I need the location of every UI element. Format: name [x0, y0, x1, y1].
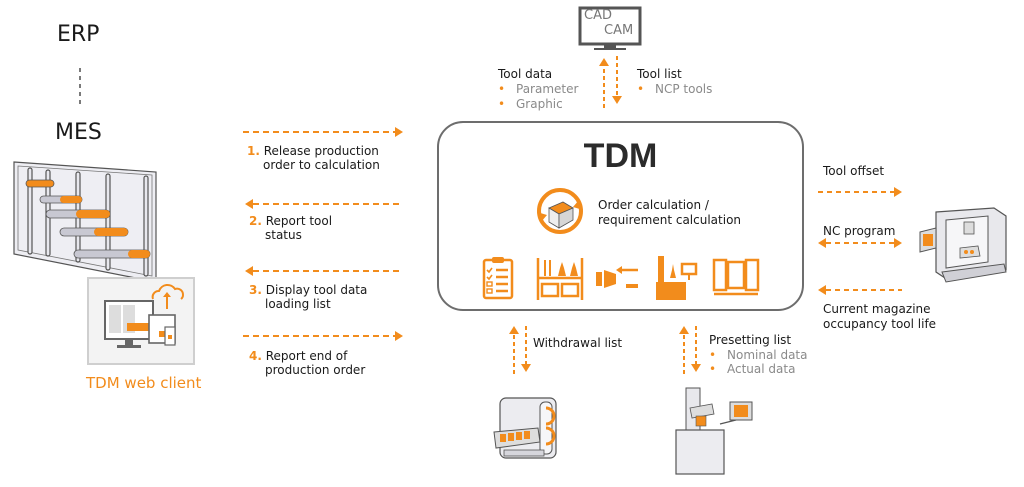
flow-step-2-line1: Report tool [265, 214, 333, 228]
erp-mes-connector [79, 68, 81, 108]
tool-dispenser-icon [493, 397, 557, 459]
tool-data-title: Tool data [498, 67, 553, 81]
cadcam-monitor-icon [578, 6, 642, 50]
nc-program-label: NC program [823, 224, 896, 238]
presetting-list-item: •Actual data [709, 362, 796, 376]
order-calculation-cycle-icon [537, 188, 583, 234]
tool-list-item: •NCP tools [637, 82, 713, 96]
cadcam-label-cam: CAM [604, 23, 634, 38]
tdm-system-box: TDM [437, 121, 804, 311]
flow-step-3: 3. Display tool data loading list [249, 283, 367, 311]
arrowhead-4 [395, 331, 403, 341]
calc-text-line1: Order calculation / [598, 198, 709, 212]
magazine-label-line1: Current magazine [823, 302, 931, 316]
magazine-label-line2: occupancy tool life [823, 317, 937, 331]
cadcam-label-cad: CAD [584, 8, 612, 23]
tool-data-item: •Graphic [498, 97, 563, 111]
flow-step-1-line2: order to calculation [263, 158, 380, 172]
presetting-flow-arrows [679, 326, 701, 374]
flow-step-1-number: 1. [247, 144, 260, 158]
flow-step-3-line1: Display tool data [265, 283, 368, 297]
flow-step-2-number: 2. [249, 214, 262, 228]
tdm-web-client-icon[interactable] [87, 277, 195, 365]
flow-step-2: 2. Report tool status [249, 214, 332, 242]
clipboard-checklist-icon[interactable] [482, 256, 514, 300]
tool-storage-rack-icon[interactable] [536, 256, 584, 300]
arrowhead-3 [245, 266, 253, 276]
withdrawal-list-label: Withdrawal list [533, 336, 623, 350]
mes-label: MES [55, 120, 102, 145]
tool-list-title: Tool list [637, 67, 682, 81]
presetting-machine-icon[interactable] [654, 254, 700, 300]
presetting-list-title: Presetting list [709, 333, 792, 347]
arrowhead-2 [245, 199, 253, 209]
tool-offset-label: Tool offset [823, 164, 885, 178]
mes-gantt-board-icon [13, 161, 157, 283]
tool-loading-arrow-icon[interactable] [594, 262, 642, 294]
tool-cabinet-icon[interactable] [712, 258, 760, 296]
presetting-list-item: •Nominal data [709, 348, 808, 362]
tool-data-item: •Parameter [498, 82, 579, 96]
flow-step-4-line2: production order [265, 363, 366, 377]
calc-text-line2: requirement calculation [598, 213, 742, 227]
arrowhead-1 [395, 127, 403, 137]
flow-step-4-line1: Report end of [265, 349, 348, 363]
tdm-title: TDM [583, 137, 658, 175]
flow-step-3-number: 3. [249, 283, 262, 297]
flow-step-3-line2: loading list [265, 297, 331, 311]
mes-flow-arrows [243, 127, 403, 341]
withdrawal-flow-arrows [509, 326, 531, 374]
flow-step-4: 4. Report end of production order [249, 349, 365, 377]
flow-step-1: 1. Release production order to calculati… [247, 144, 380, 172]
cadcam-flow-arrows [599, 56, 622, 108]
flow-step-1-line1: Release production [263, 144, 379, 158]
flow-step-2-line2: status [265, 228, 302, 242]
machine-flow-arrows [818, 187, 902, 295]
machine-tool-icon [919, 207, 1007, 283]
erp-label: ERP [57, 22, 100, 47]
tdm-web-client-label: TDM web client [86, 374, 202, 392]
flow-step-4-number: 4. [249, 349, 262, 363]
presetting-device-icon [675, 387, 753, 475]
